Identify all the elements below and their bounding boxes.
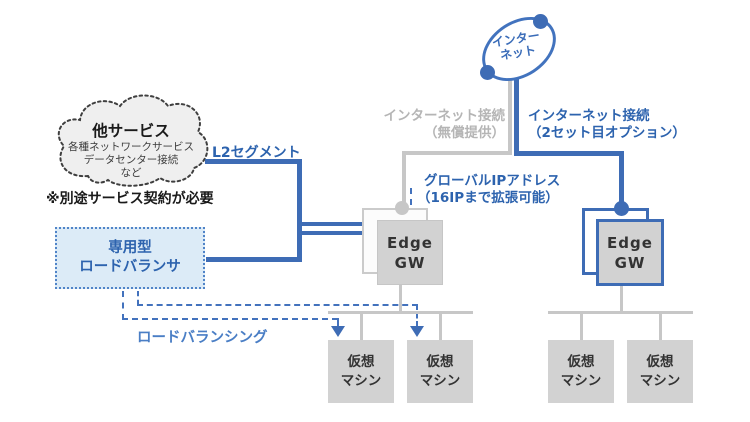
global-ip-pointer-line bbox=[410, 188, 412, 205]
free-connection-line-vertical-top bbox=[508, 77, 512, 155]
option-connection-label: インターネット接続 （2セット目オプション） bbox=[528, 108, 686, 141]
right-gw-downlink bbox=[620, 286, 623, 314]
mid-vm2-stub bbox=[439, 313, 442, 340]
right-vm1-stub bbox=[580, 313, 583, 340]
global-ip-label: グローバルIPアドレス （16IPまで拡張可能） bbox=[417, 173, 561, 206]
vm-1: 仮想 マシン bbox=[328, 340, 394, 403]
lb-dashed-path-b-v1 bbox=[122, 291, 124, 320]
edge-gw-option-uplink-dot bbox=[614, 201, 629, 216]
cloud-desc-1: 各種ネットワークサービス bbox=[68, 141, 194, 153]
load-balancing-label: ロードバランシング bbox=[137, 330, 268, 346]
vm-4: 仮想 マシン bbox=[627, 340, 693, 403]
l2-segment-label: L2セグメント bbox=[212, 145, 301, 161]
free-connection-line-horizontal bbox=[402, 151, 512, 155]
l2-double-link-top bbox=[302, 222, 363, 226]
lb-dashed-path-a-v2 bbox=[416, 304, 418, 327]
lb-dashed-path-a-v1 bbox=[137, 291, 139, 305]
l2-line-from-cloud bbox=[205, 159, 302, 164]
contract-note: ※別途サービス契約が必要 bbox=[46, 191, 214, 207]
l2-double-link-bottom bbox=[302, 231, 363, 235]
internet-node-dot-bottom bbox=[480, 65, 495, 80]
lb-arrow-left bbox=[331, 326, 345, 337]
lb-dashed-path-b-v2 bbox=[337, 318, 339, 327]
free-connection-line-vertical-bottom bbox=[402, 151, 406, 208]
option-connection-line-vertical-top bbox=[514, 77, 519, 156]
lb-arrow-right bbox=[410, 326, 424, 337]
lb-dashed-path-b-h bbox=[122, 318, 338, 320]
other-services-cloud bbox=[57, 94, 209, 187]
edge-gw-primary-uplink-dot bbox=[395, 201, 409, 215]
edge-gw-primary: Edge GW bbox=[377, 220, 443, 285]
edge-gw-option: Edge GW bbox=[596, 219, 664, 286]
right-vm-bus bbox=[548, 311, 693, 314]
cloud-desc-2: データセンター接続 bbox=[83, 154, 179, 166]
mid-vm-bus bbox=[328, 311, 473, 314]
vm-2: 仮想 マシン bbox=[407, 340, 473, 403]
free-connection-label: インターネット接続 （無償提供） bbox=[383, 108, 506, 141]
mid-vm1-stub bbox=[360, 313, 363, 340]
load-balancer-box: 専用型 ロードバランサ bbox=[55, 227, 205, 289]
option-connection-line-horizontal bbox=[514, 151, 624, 156]
mid-gw-downlink bbox=[399, 284, 402, 314]
lb-connection-line bbox=[206, 257, 298, 262]
right-vm2-stub bbox=[659, 313, 662, 340]
lb-dashed-path-a-h bbox=[137, 304, 418, 306]
option-connection-line-vertical-bottom bbox=[619, 151, 624, 209]
vm-3: 仮想 マシン bbox=[548, 340, 614, 403]
l2-line-vertical bbox=[297, 159, 302, 262]
internet-node-dot-top bbox=[533, 14, 548, 29]
cloud-title: 他サービス bbox=[92, 122, 170, 140]
cloud-desc-3: など bbox=[120, 167, 142, 179]
